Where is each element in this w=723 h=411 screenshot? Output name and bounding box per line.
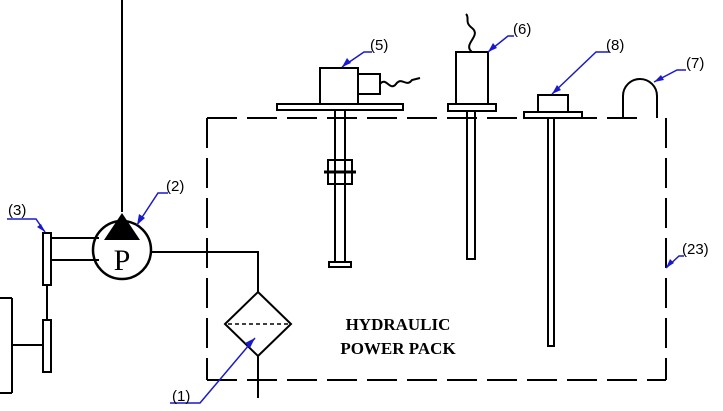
title-line-2: POWER PACK: [340, 339, 456, 358]
suction-line: [151, 251, 259, 398]
tank-outline: [206, 117, 667, 381]
callout-1-label: (1): [172, 388, 190, 405]
callout-6-label: (6): [513, 21, 531, 38]
inspection-cap: [622, 78, 658, 118]
level-switch: [276, 67, 421, 268]
pump-symbol-letter: P: [114, 244, 131, 277]
callout-23-label: (23): [682, 241, 709, 258]
coupling: [12, 232, 99, 373]
callout-3-label: (3): [8, 202, 26, 219]
title-line-1: HYDRAULIC: [346, 315, 451, 334]
callout-7-label: (7): [686, 55, 704, 72]
callout-5-label: (5): [370, 37, 388, 54]
callout-leaders: [7, 35, 686, 404]
filler-breather: [523, 94, 583, 347]
pump: P: [91, 0, 153, 281]
temperature-sensor: [447, 13, 497, 260]
callout-8-label: (8): [606, 37, 624, 54]
suction-filter: [223, 290, 293, 358]
pump-arrow-icon: [104, 213, 140, 240]
motor: [0, 297, 13, 394]
callout-2-label: (2): [166, 178, 184, 195]
